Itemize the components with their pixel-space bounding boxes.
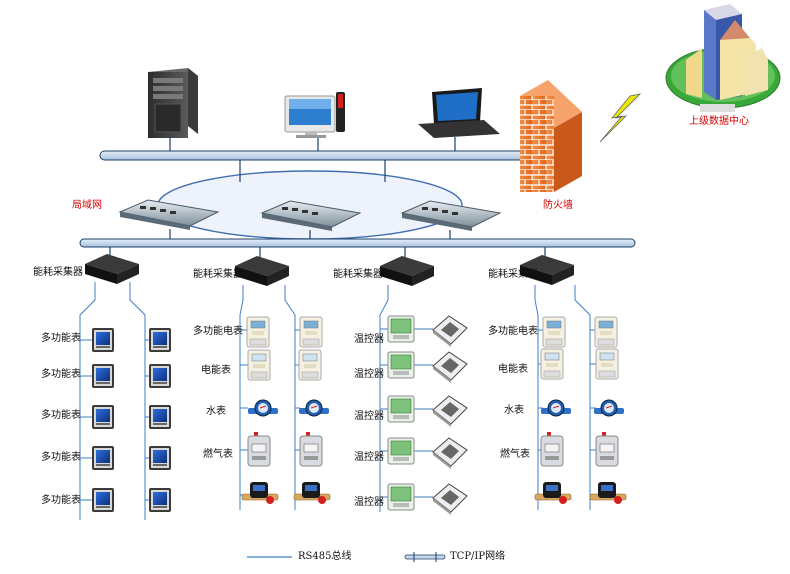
g1-multi-meter-label-1: 多功能表 — [41, 333, 81, 344]
lower-network-bus — [79, 238, 636, 248]
collector-4 — [520, 255, 574, 285]
g4-multi-elec-label: 多功能电表 — [488, 326, 538, 337]
g2-water-meter-left — [248, 399, 278, 417]
laptop-icon — [418, 88, 500, 138]
network-switch-1 — [118, 199, 220, 230]
g3-fan-coil-5 — [432, 483, 468, 515]
g1-multi-meter-right-1 — [149, 328, 171, 352]
g4-valve-right — [589, 482, 627, 504]
collector-label-1: 能耗采集器 — [33, 267, 83, 278]
g1-multi-meter-right-2 — [149, 364, 171, 388]
g3-fan-coil-3 — [432, 395, 468, 427]
g2-valve-left — [241, 482, 279, 504]
legend-rs485-label: RS485总线 — [298, 551, 352, 562]
g3-thermostat-label-5: 温控器 — [354, 497, 384, 508]
g1-multi-meter-left-3 — [92, 405, 114, 429]
collector-label-3: 能耗采集器 — [333, 269, 383, 280]
legend-tcpip-label: TCP/IP网络 — [450, 551, 506, 562]
datacenter-label: 上级数据中心 — [689, 116, 749, 127]
g4-water-meter-right — [594, 399, 624, 417]
g4-elec-meter-left — [540, 348, 564, 380]
g1-multi-meter-label-5: 多功能表 — [41, 495, 81, 506]
g1-multi-meter-left-5 — [92, 488, 114, 512]
g3-thermostat-label-2: 温控器 — [354, 369, 384, 380]
g3-thermostat-label-3: 温控器 — [354, 411, 384, 422]
g1-multi-meter-left-2 — [92, 364, 114, 388]
g2-multi-elec-meter-left — [246, 316, 270, 348]
lightning-icon — [599, 93, 642, 143]
firewall-icon — [520, 80, 582, 192]
g3-thermostat-5 — [387, 483, 415, 511]
server-icon — [148, 68, 198, 138]
g2-elec-meter-right — [298, 349, 322, 381]
g4-water-label: 水表 — [504, 405, 524, 416]
lan-label: 局域网 — [72, 200, 102, 211]
collectors — [85, 254, 574, 286]
collector-2 — [235, 256, 289, 286]
g3-thermostat-label-4: 温控器 — [354, 452, 384, 463]
g3-fan-coil-4 — [432, 437, 468, 469]
g4-gas-meter-left — [540, 432, 564, 467]
g2-multi-elec-label: 多功能电表 — [193, 326, 243, 337]
g1-multi-meter-left-4 — [92, 446, 114, 470]
field-devices — [92, 315, 627, 515]
collector-1 — [85, 254, 139, 284]
g3-thermostat-4 — [387, 437, 415, 465]
g4-gas-label: 燃气表 — [500, 449, 530, 460]
g3-thermostat-2 — [387, 351, 415, 379]
legend-tcpip-symbol — [404, 552, 446, 562]
g1-multi-meter-right-4 — [149, 446, 171, 470]
g4-multi-elec-meter-right — [594, 316, 618, 348]
desktop-computer-icon — [284, 92, 345, 138]
network-switch-3 — [400, 200, 502, 231]
g4-gas-meter-right — [595, 432, 619, 467]
g2-gas-meter-right — [299, 432, 323, 467]
datacenter-building-icon — [665, 4, 781, 112]
firewall-label: 防火墙 — [543, 200, 573, 211]
g2-valve-right — [293, 482, 331, 504]
rs485-wiring — [79, 282, 596, 520]
collector-3 — [380, 256, 434, 286]
g1-multi-meter-label-4: 多功能表 — [41, 452, 81, 463]
g1-multi-meter-right-5 — [149, 488, 171, 512]
g2-elec-meter-left — [247, 349, 271, 381]
g1-multi-meter-label-2: 多功能表 — [41, 369, 81, 380]
collector-label-2: 能耗采集器 — [193, 269, 243, 280]
g3-thermostat-3 — [387, 395, 415, 423]
g4-water-meter-left — [541, 399, 571, 417]
g2-water-meter-right — [299, 399, 329, 417]
collector-label-4: 能耗采集器 — [488, 269, 538, 280]
g2-elec-label: 电能表 — [201, 365, 231, 376]
g4-elec-meter-right — [595, 348, 619, 380]
g4-valve-left — [534, 482, 572, 504]
g3-thermostat-label-1: 温控器 — [354, 334, 384, 345]
g4-multi-elec-meter-left — [542, 316, 566, 348]
g2-gas-label: 燃气表 — [203, 449, 233, 460]
g2-gas-meter-left — [247, 432, 271, 467]
g3-thermostat-1 — [387, 315, 415, 343]
g2-water-label: 水表 — [206, 406, 226, 417]
g3-fan-coil-1 — [432, 315, 468, 347]
g2-multi-elec-meter-right — [299, 316, 323, 348]
g3-fan-coil-2 — [432, 351, 468, 383]
upper-network-bus — [99, 150, 541, 161]
g4-elec-label: 电能表 — [498, 364, 528, 375]
g1-multi-meter-right-3 — [149, 405, 171, 429]
network-switch-2 — [260, 200, 362, 231]
g1-multi-meter-label-3: 多功能表 — [41, 410, 81, 421]
g1-multi-meter-left-1 — [92, 328, 114, 352]
